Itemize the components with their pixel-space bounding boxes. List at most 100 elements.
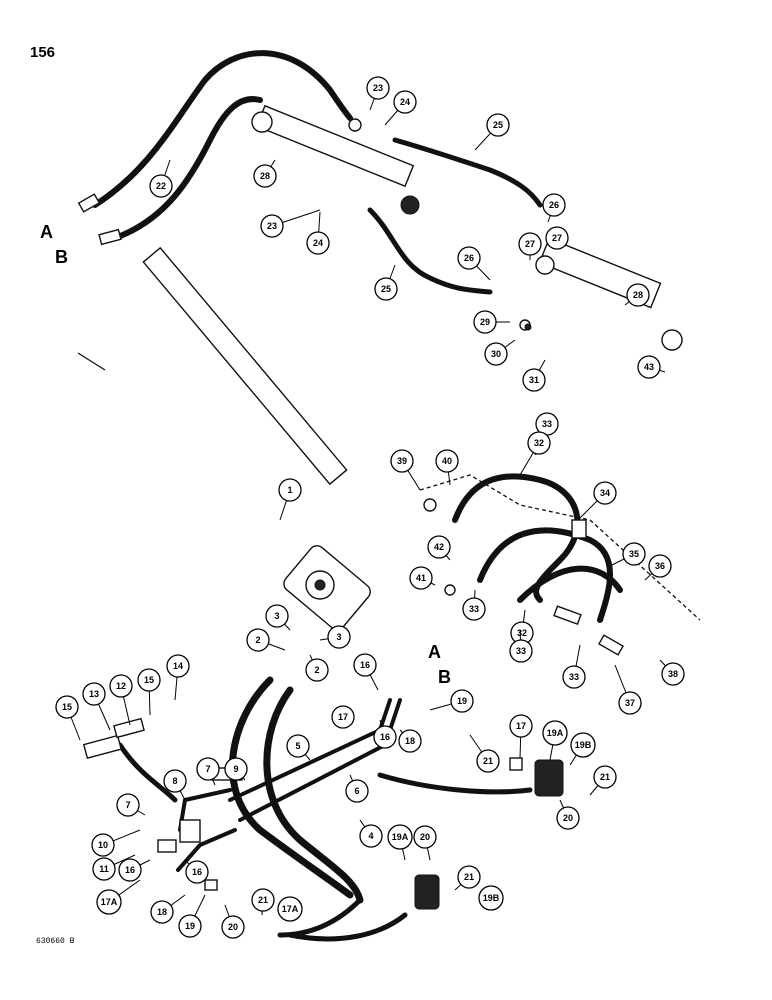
callout-25-7: 25 bbox=[374, 264, 398, 301]
callout-label: 41 bbox=[416, 573, 426, 583]
callout-circle bbox=[246, 628, 270, 652]
callout-label: 2 bbox=[255, 635, 260, 645]
callout-label: 42 bbox=[434, 542, 444, 552]
callout-circle bbox=[387, 824, 413, 850]
callout-11-61: 11 bbox=[92, 854, 136, 881]
callout-circle bbox=[196, 757, 220, 781]
callout-label: 31 bbox=[529, 375, 539, 385]
callout-label: 20 bbox=[563, 813, 573, 823]
callout-circle bbox=[116, 793, 140, 817]
callout-label: 27 bbox=[552, 233, 562, 243]
callout-circle bbox=[413, 825, 437, 849]
callout-38-31: 38 bbox=[659, 659, 685, 686]
callout-33-28: 33 bbox=[509, 629, 533, 663]
callout-circle bbox=[398, 729, 422, 753]
callout-16-37: 16 bbox=[353, 653, 379, 691]
callout-circle bbox=[545, 226, 569, 250]
callout-3-35: 3 bbox=[319, 625, 351, 649]
callout-label: 43 bbox=[644, 362, 654, 372]
callout-label: 33 bbox=[516, 646, 526, 656]
callout-16-62: 16 bbox=[118, 858, 151, 882]
callout-label: 38 bbox=[668, 669, 678, 679]
callout-41-23: 41 bbox=[409, 566, 436, 590]
callout-label: 16 bbox=[380, 732, 390, 742]
callout-circle bbox=[473, 310, 497, 334]
callout-label: 16 bbox=[125, 865, 135, 875]
callout-17a-69: 17A bbox=[277, 896, 303, 922]
callout-20-71: 20 bbox=[413, 825, 437, 861]
callout-18-39: 18 bbox=[398, 729, 422, 753]
callout-circle bbox=[224, 757, 248, 781]
callout-20-67: 20 bbox=[221, 904, 245, 939]
callout-label: 30 bbox=[491, 349, 501, 359]
figure-code: 630660 B bbox=[36, 937, 75, 946]
callout-21-51: 21 bbox=[589, 765, 617, 796]
callout-label: 20 bbox=[228, 922, 238, 932]
callout-30-14: 30 bbox=[484, 339, 516, 366]
callout-circle bbox=[390, 449, 414, 473]
main-cylinder-1 bbox=[77, 246, 371, 631]
callout-21-68: 21 bbox=[251, 888, 275, 916]
callout-label: 26 bbox=[549, 200, 559, 210]
callout-label: 21 bbox=[258, 895, 268, 905]
callout-label: 32 bbox=[517, 628, 527, 638]
callout-label: 24 bbox=[313, 238, 323, 248]
callout-label: 24 bbox=[400, 97, 410, 107]
callout-label: 21 bbox=[600, 772, 610, 782]
callout-circle bbox=[435, 449, 459, 473]
port-letter-a-top: A bbox=[40, 222, 53, 242]
callout-7-59: 7 bbox=[116, 793, 146, 817]
callout-circle bbox=[518, 232, 542, 256]
callout-circle bbox=[542, 720, 568, 746]
callout-16-64: 16 bbox=[184, 859, 209, 884]
callout-label: 34 bbox=[600, 488, 610, 498]
callout-label: 28 bbox=[633, 290, 643, 300]
callout-circle bbox=[353, 653, 377, 677]
callout-circle bbox=[150, 900, 174, 924]
callout-label: 19 bbox=[185, 921, 195, 931]
callout-18-65: 18 bbox=[150, 894, 186, 924]
callout-circle bbox=[251, 888, 275, 912]
callout-26-8: 26 bbox=[542, 193, 566, 223]
callout-label: 17 bbox=[338, 712, 348, 722]
callout-circle bbox=[462, 597, 486, 621]
callout-label: 7 bbox=[125, 800, 130, 810]
callout-circle bbox=[509, 714, 533, 738]
callout-circle bbox=[527, 431, 551, 455]
callout-circle bbox=[593, 765, 617, 789]
callout-29-13: 29 bbox=[473, 310, 510, 334]
callout-circle bbox=[166, 654, 190, 678]
callout-33-24: 33 bbox=[462, 589, 486, 621]
callout-label: 12 bbox=[116, 681, 126, 691]
callout-circle bbox=[373, 725, 397, 749]
callout-circle bbox=[185, 860, 209, 884]
callout-circle bbox=[345, 779, 369, 803]
callout-2-34: 2 bbox=[246, 628, 286, 652]
assembly-arrows bbox=[117, 742, 533, 942]
callout-17-48: 17 bbox=[509, 714, 533, 759]
callout-label: 28 bbox=[260, 171, 270, 181]
callout-circle bbox=[661, 662, 685, 686]
callout-label: 25 bbox=[381, 284, 391, 294]
callout-19a-70: 19A bbox=[387, 824, 413, 861]
callout-label: 14 bbox=[173, 661, 183, 671]
callout-16-40: 16 bbox=[373, 719, 397, 749]
callout-circle bbox=[637, 355, 661, 379]
callout-circle bbox=[137, 668, 161, 692]
callout-24-2: 24 bbox=[384, 90, 417, 126]
callout-3-33: 3 bbox=[265, 604, 291, 631]
callout-19b-73: 19B bbox=[478, 885, 504, 911]
callout-31-15: 31 bbox=[522, 359, 546, 392]
callout-circle bbox=[409, 566, 433, 590]
callout-6-54: 6 bbox=[345, 774, 369, 803]
port-letter-b-mid: B bbox=[438, 667, 451, 687]
callout-circle bbox=[542, 193, 566, 217]
callout-circle bbox=[570, 732, 596, 758]
callout-label: 16 bbox=[360, 660, 370, 670]
callout-4-55: 4 bbox=[359, 819, 383, 848]
port-letter-a-mid: A bbox=[428, 642, 441, 662]
callout-14-46: 14 bbox=[166, 654, 190, 701]
callout-2-36: 2 bbox=[305, 654, 329, 682]
callout-34-21: 34 bbox=[577, 481, 617, 521]
callout-label: 5 bbox=[295, 741, 300, 751]
